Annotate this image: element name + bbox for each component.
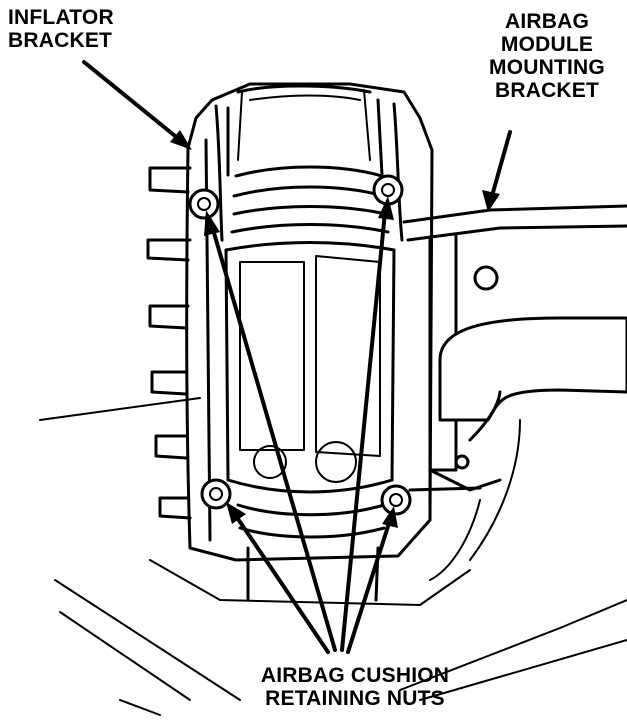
inflator-bracket-label-line-2: BRACKET xyxy=(8,29,113,52)
mounting-bracket xyxy=(402,204,627,581)
inflator-bracket-label: INFLATOR BRACKET xyxy=(8,6,114,52)
mounting-bracket-label: AIRBAG MODULE MOUNTING BRACKET xyxy=(472,10,622,102)
retaining-nuts-label-line-2: RETAINING NUTS xyxy=(265,687,445,710)
inflator-cylinder xyxy=(224,165,396,602)
inflator-bracket-leader xyxy=(82,60,192,150)
mounting-bracket-label-line-1: AIRBAG xyxy=(504,10,590,33)
retaining-nuts-label: AIRBAG CUSHION RETAINING NUTS xyxy=(205,664,505,710)
retaining-nut-bottom-right xyxy=(380,484,412,516)
retaining-nut-bottom-left xyxy=(200,478,232,510)
mounting-bracket-leader xyxy=(482,130,512,212)
left-tabs xyxy=(146,166,192,520)
mounting-bracket-label-line-2: MODULE xyxy=(500,33,594,56)
mounting-bracket-label-line-3: MOUNTING xyxy=(489,56,605,79)
inflator-bracket xyxy=(185,82,434,562)
retaining-nuts-leaders xyxy=(204,196,398,654)
inflator-bracket-label-line-1: INFLATOR xyxy=(8,6,114,29)
retaining-nuts-label-line-1: AIRBAG CUSHION xyxy=(260,664,450,687)
mounting-bracket-label-line-4: BRACKET xyxy=(494,79,600,102)
retaining-nut-top-left xyxy=(188,188,220,220)
